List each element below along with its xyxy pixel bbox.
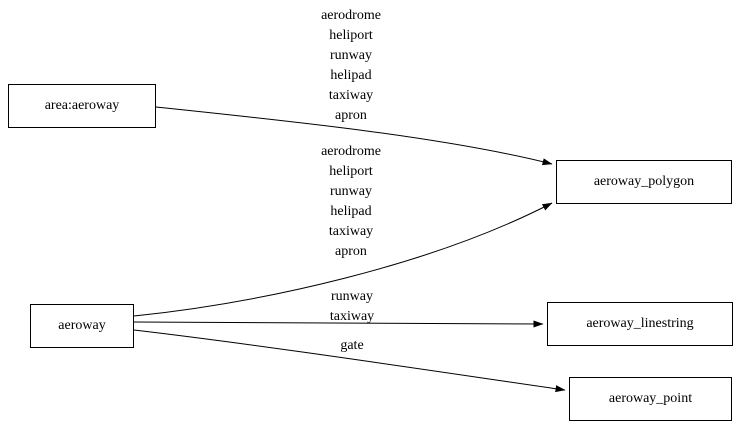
node-label: aeroway_point [608, 391, 693, 406]
edge-label-line: runway [329, 48, 372, 63]
edge-label-line: gate [340, 338, 364, 353]
edge-label-line: heliport [329, 28, 373, 43]
node-aeroway-point: aeroway_point [569, 377, 732, 421]
node-label: aeroway_polygon [593, 174, 695, 189]
edge-label-line: aerodrome [321, 8, 381, 23]
edge-label-line: runway [330, 289, 373, 304]
node-label: aeroway [58, 318, 106, 333]
node-label: area:aeroway [44, 98, 120, 113]
edge-label-line: runway [329, 184, 372, 199]
edge-label-line: taxiway [328, 224, 374, 239]
edge-label-line: aerodrome [321, 144, 381, 159]
node-area-aeroway: area:aeroway [8, 84, 156, 128]
edge-label-line: apron [335, 108, 367, 123]
edge-label-area-aeroway-to-polygon: aerodrome heliport runway helipad taxiwa… [321, 6, 381, 126]
node-aeroway-polygon: aeroway_polygon [556, 160, 732, 204]
node-label: aeroway_linestring [586, 316, 694, 331]
edge-label-line: apron [335, 244, 367, 259]
edge-label-line: helipad [330, 204, 372, 219]
edge-label-aeroway-to-polygon: aerodrome heliport runway helipad taxiwa… [321, 142, 381, 262]
edge-label-aeroway-to-linestring: runway taxiway [330, 287, 374, 327]
edge-label-line: taxiway [328, 88, 374, 103]
edge-label-line: heliport [329, 164, 373, 179]
node-aeroway-linestring: aeroway_linestring [547, 302, 733, 346]
edge-label-line: taxiway [329, 309, 375, 324]
edge-label-aeroway-to-point: gate [340, 336, 363, 356]
node-aeroway: aeroway [30, 304, 134, 348]
edge-label-line: helipad [330, 68, 372, 83]
